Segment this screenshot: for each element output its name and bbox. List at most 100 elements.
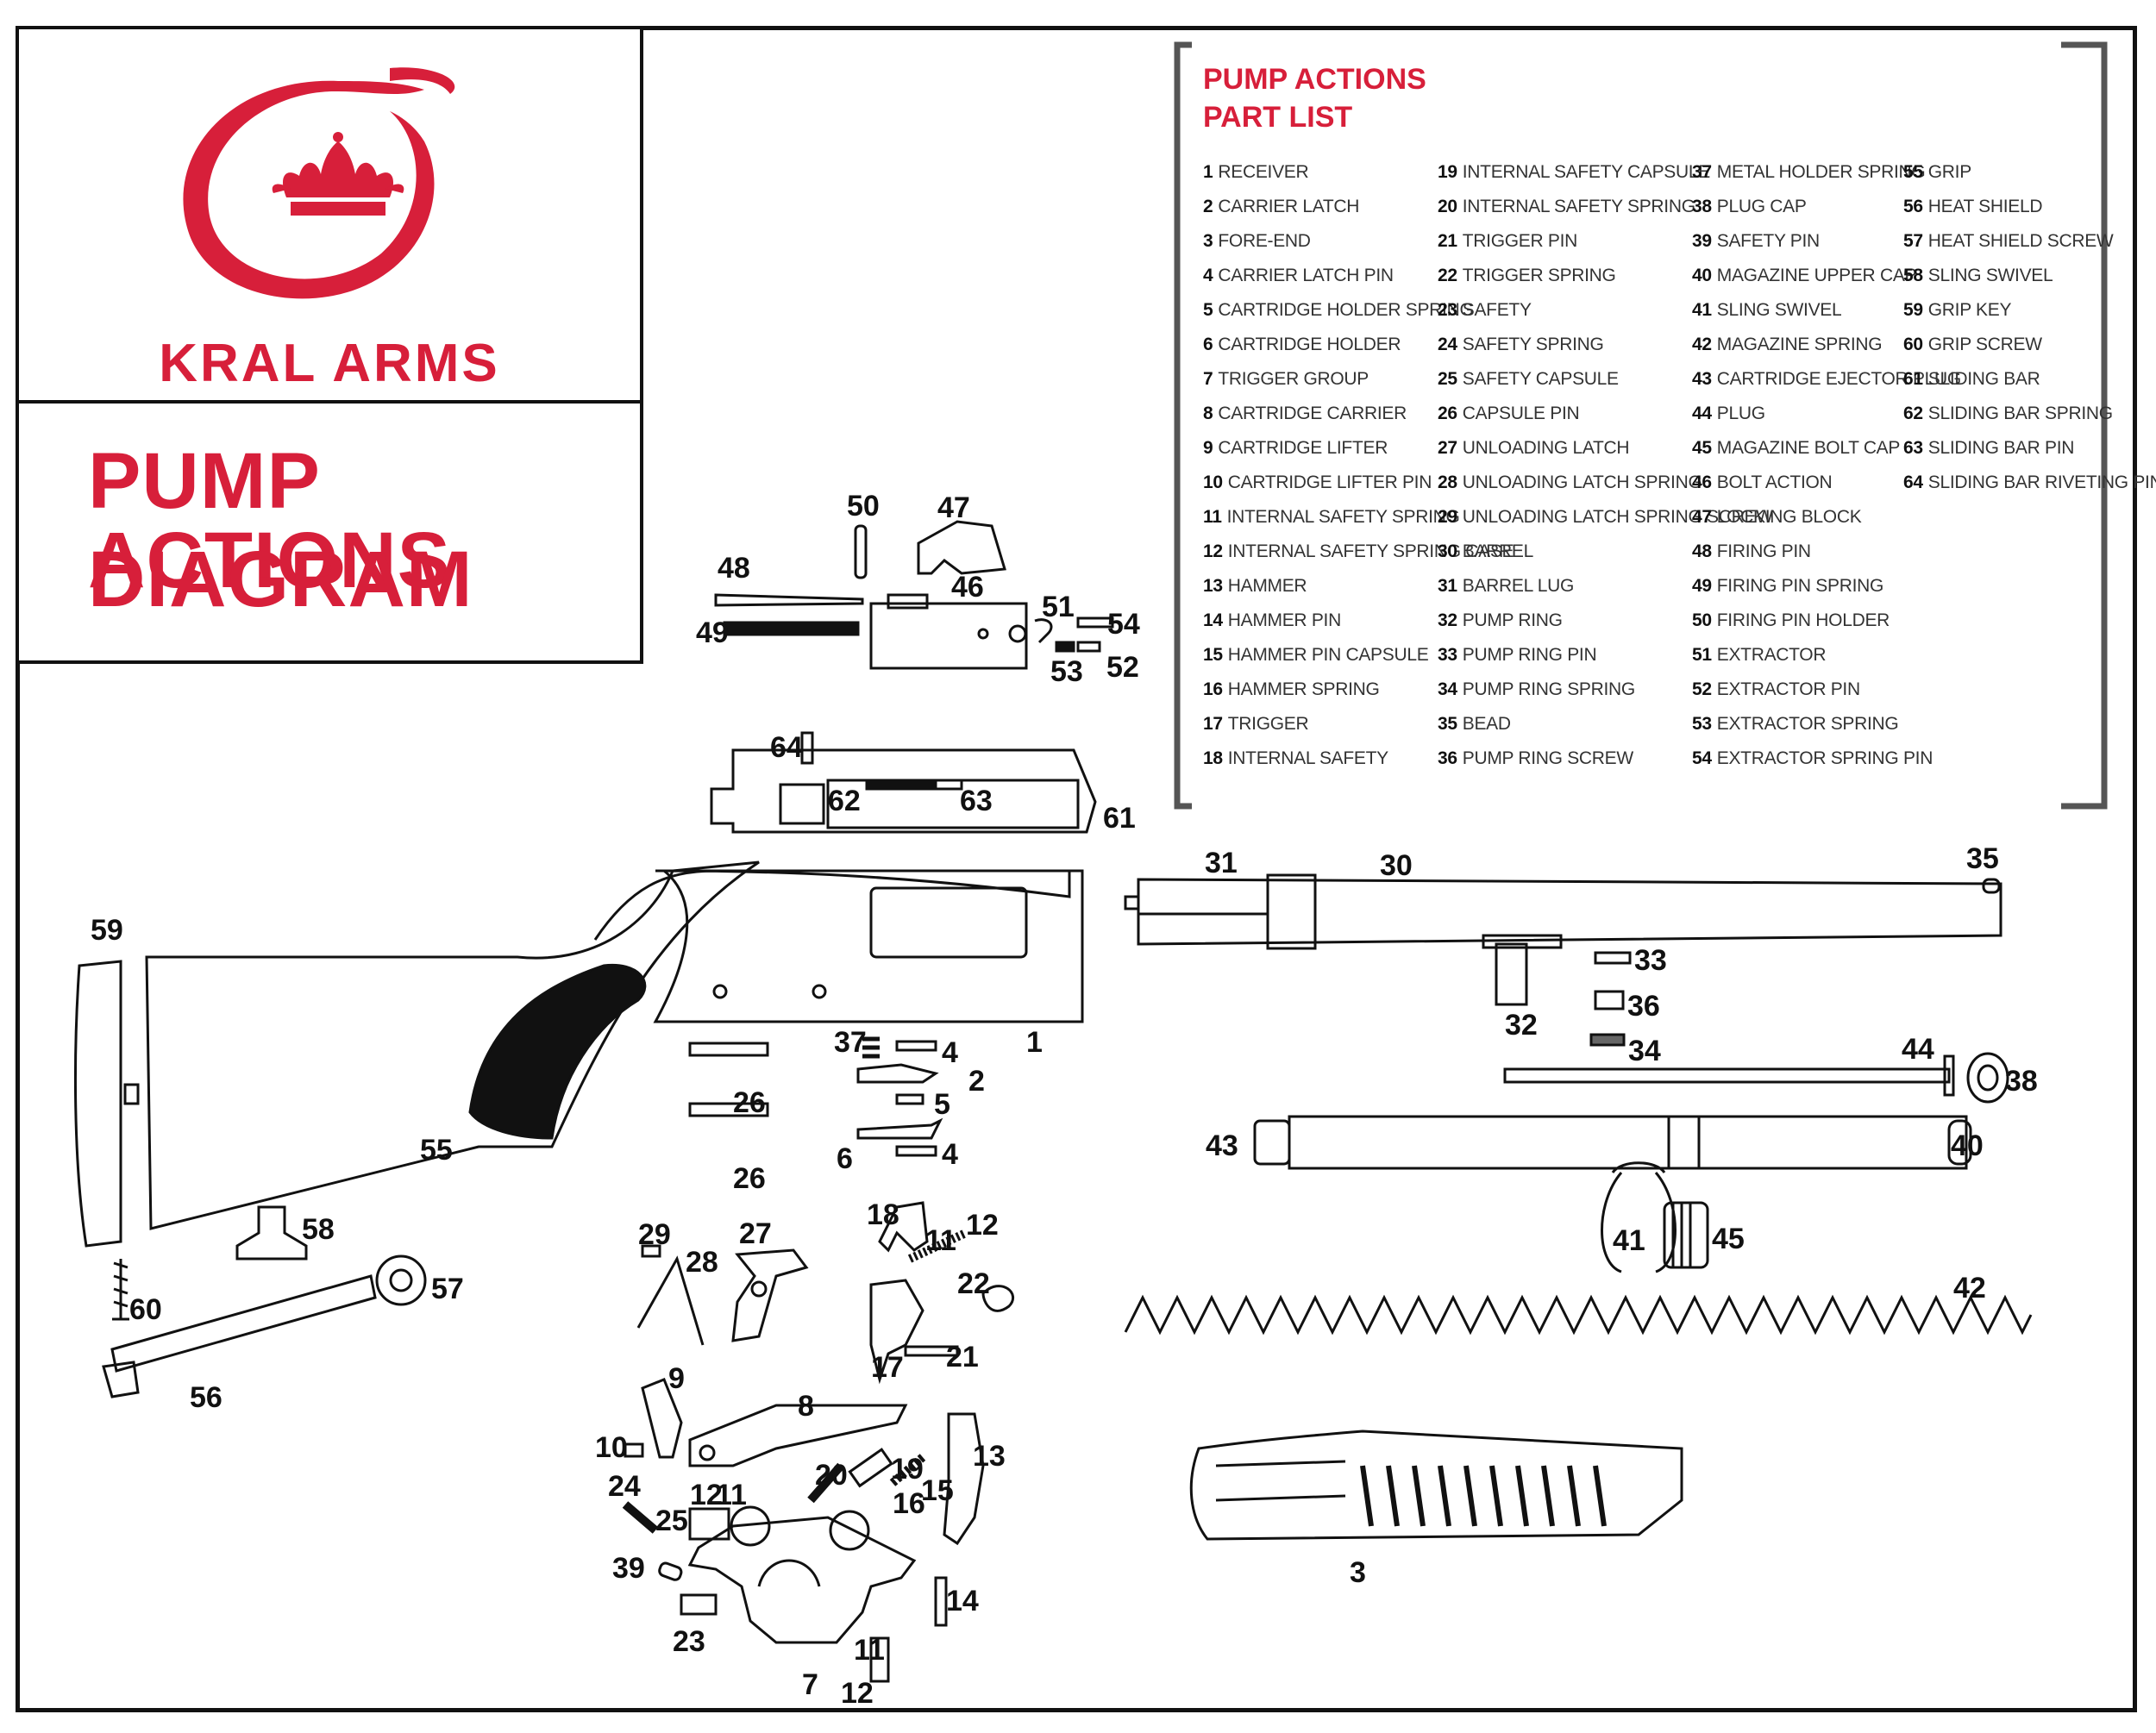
part-number: 47	[1692, 507, 1712, 527]
callout-15: 15	[921, 1474, 954, 1507]
part-name: SLIDING BAR PIN	[1927, 438, 2075, 458]
part-name: FORE-END	[1218, 231, 1311, 251]
part-number: 31	[1438, 576, 1457, 596]
part-number: 62	[1903, 404, 1923, 423]
magazine-bolt-cap	[1663, 1201, 1709, 1269]
part-number: 30	[1438, 541, 1457, 561]
part-number: 28	[1438, 472, 1457, 492]
extractor-spring-pin	[1076, 616, 1114, 629]
part-name: MAGAZINE SPRING	[1716, 335, 1883, 354]
callout-17: 17	[871, 1351, 904, 1384]
part-number: 40	[1692, 266, 1712, 285]
callout-32: 32	[1505, 1009, 1538, 1042]
part-name: EXTRACTOR PIN	[1716, 679, 1860, 699]
callout-18: 18	[867, 1198, 899, 1231]
callout-12: 12	[690, 1479, 723, 1511]
plug-cap	[1966, 1052, 2009, 1104]
part-name: SAFETY	[1462, 300, 1532, 320]
firing-pin-spring	[723, 621, 860, 636]
cartridge-lifter-pin	[624, 1442, 644, 1458]
callout-20: 20	[815, 1459, 848, 1492]
callout-42: 42	[1953, 1272, 1986, 1304]
part-number: 46	[1692, 472, 1712, 492]
part-number: 25	[1438, 369, 1457, 389]
part-number: 1	[1203, 162, 1213, 182]
part-name: RECEIVER	[1218, 162, 1309, 182]
callout-29: 29	[638, 1218, 671, 1251]
part-number: 23	[1438, 300, 1457, 320]
part-name: BARREL LUG	[1462, 576, 1575, 596]
safety-spring	[622, 1501, 659, 1534]
part-name: CARTRIDGE CARRIER	[1218, 404, 1407, 423]
callout-59: 59	[91, 914, 123, 947]
callout-22: 22	[957, 1267, 990, 1300]
part-name: SAFETY SPRING	[1462, 335, 1604, 354]
callout-47: 47	[937, 491, 970, 524]
part-number: 18	[1203, 748, 1223, 768]
part-name: SLING SWIVEL	[1927, 266, 2053, 285]
part-name: SLIDING BAR	[1927, 369, 2040, 389]
callout-50: 50	[847, 490, 880, 522]
callout-58: 58	[302, 1213, 335, 1246]
part-name: INTERNAL SAFETY CAPSULE	[1462, 162, 1710, 182]
part-name: BARREL	[1462, 541, 1534, 561]
callout-44: 44	[1902, 1033, 1934, 1066]
part-list-title-1: PUMP ACTIONS	[1203, 63, 1426, 96]
part-name: INTERNAL SAFETY SPRING	[1462, 197, 1695, 216]
part-number: 45	[1692, 438, 1712, 458]
part-number: 4	[1203, 266, 1213, 285]
sliding-bar	[710, 731, 1097, 834]
part-list-item: 20 INTERNAL SAFETY SPRING	[1438, 190, 1773, 224]
part-number: 5	[1203, 300, 1213, 320]
part-number: 8	[1203, 404, 1213, 423]
part-name: INTERNAL SAFETY SPRING	[1226, 507, 1460, 527]
internal-safety	[878, 1201, 929, 1253]
part-name: INTERNAL SAFETY SPRING CASE	[1227, 541, 1514, 561]
locking-block	[917, 520, 1006, 575]
part-number: 51	[1692, 645, 1712, 665]
callout-37: 37	[834, 1026, 867, 1059]
callout-51: 51	[1042, 591, 1075, 623]
pump-ring-screw	[1594, 990, 1625, 1010]
bead	[1982, 878, 2001, 894]
magazine-spring	[1124, 1294, 2033, 1336]
part-number: 14	[1203, 610, 1223, 630]
part-number: 64	[1903, 472, 1923, 492]
part-name: TRIGGER GROUP	[1218, 369, 1369, 389]
extractor	[1034, 618, 1053, 644]
barrel-lug	[1266, 873, 1317, 950]
pump-ring	[1495, 942, 1528, 1006]
part-number: 42	[1692, 335, 1712, 354]
part-number: 20	[1438, 197, 1457, 216]
callout-3: 3	[1350, 1556, 1366, 1589]
part-name: HAMMER	[1227, 576, 1307, 596]
part-name: PUMP RING SCREW	[1462, 748, 1633, 768]
callout-33: 33	[1634, 944, 1667, 977]
callout-52: 52	[1106, 651, 1139, 684]
part-name: HAMMER PIN CAPSULE	[1227, 645, 1429, 665]
